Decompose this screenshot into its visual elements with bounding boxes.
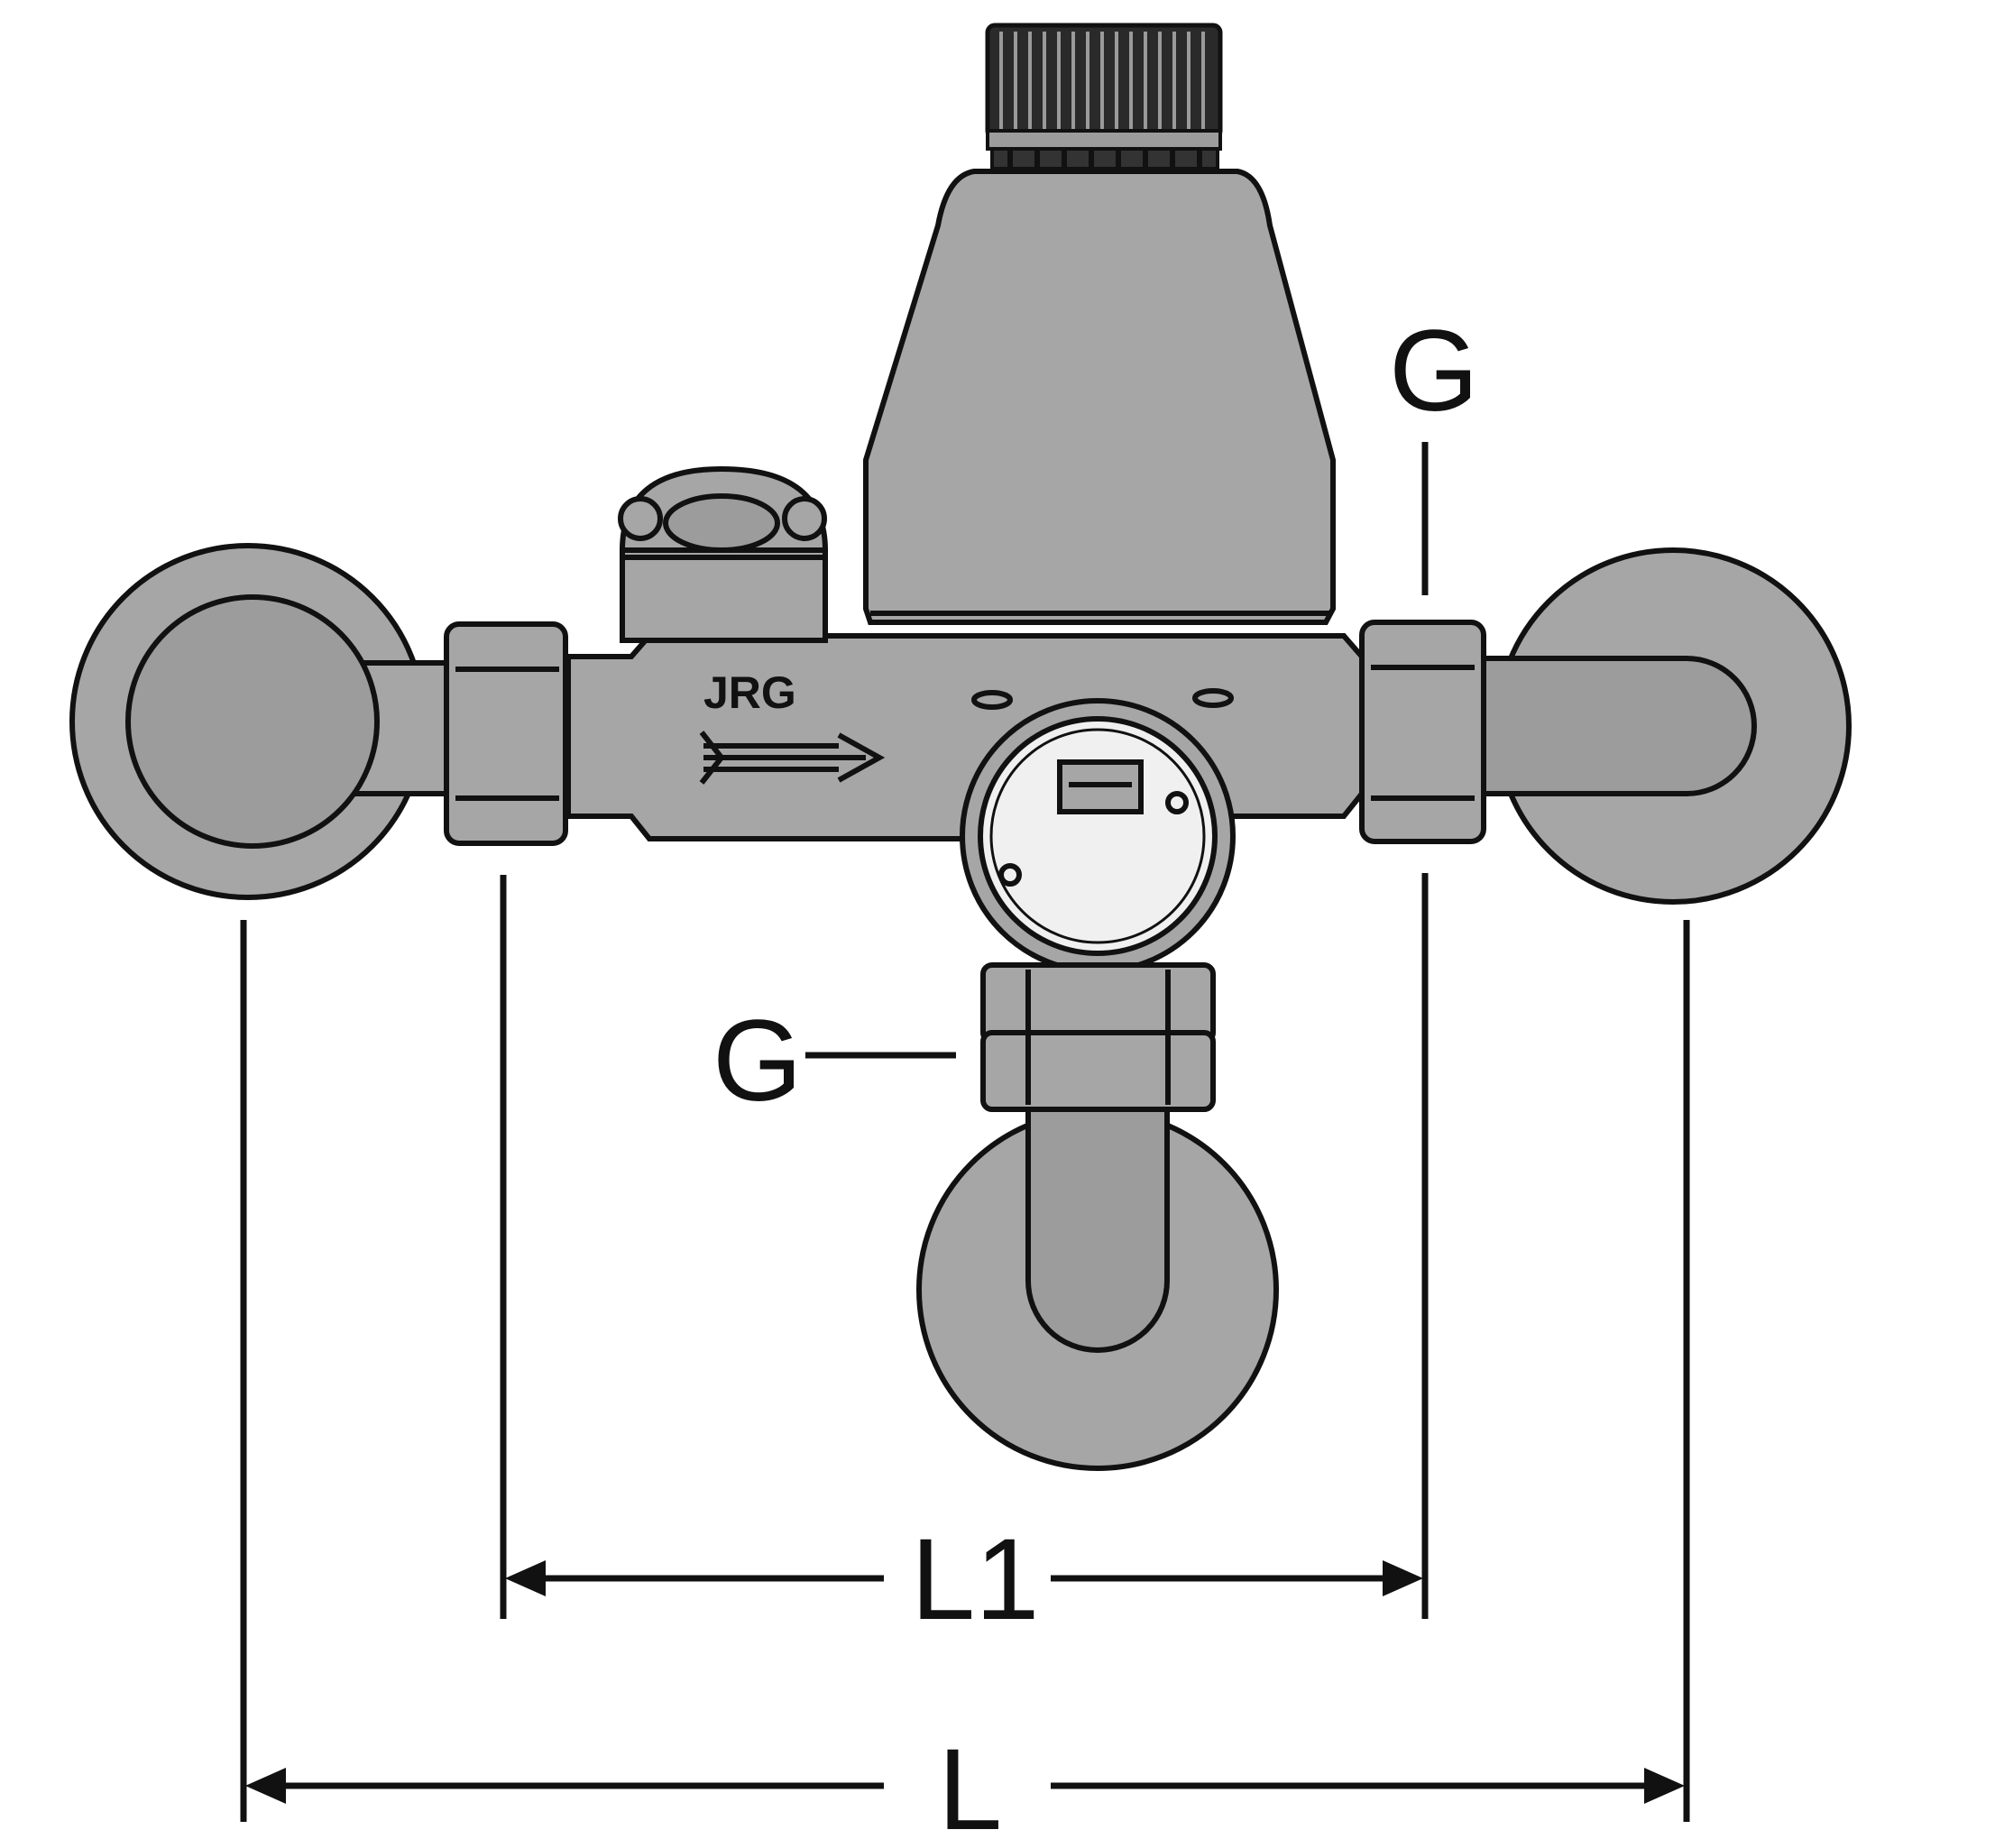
dimension-l-label: L [938,1725,1002,1848]
logo-text: JRG [703,667,796,718]
bottom-union-nut [980,962,1216,1112]
regulator-housing [863,147,1336,625]
adjustment-knob [985,23,1223,151]
thread-label-top-right-text: G [1389,307,1479,436]
dimension-l: L [245,1725,1685,1848]
dimension-l1-label: L1 [911,1515,1039,1644]
left-flange [69,543,472,900]
knob-ring [990,147,1219,170]
thread-label-bottom-text: G [712,997,803,1126]
flow-arrow-icon [699,731,886,785]
dimension-l1: L1 [505,1515,1423,1644]
knob-ring-teeth [1007,151,1202,167]
extension-lines [240,873,1690,1822]
thread-label-bottom: G [712,997,956,1126]
sight-glass [960,698,1236,974]
right-flange [1476,547,1852,905]
thread-label-top-right: G [1389,307,1479,595]
left-union-nut [444,621,568,846]
vent-cap [618,465,829,643]
bottom-flange [916,1089,1279,1471]
right-union-nut [1359,620,1486,844]
